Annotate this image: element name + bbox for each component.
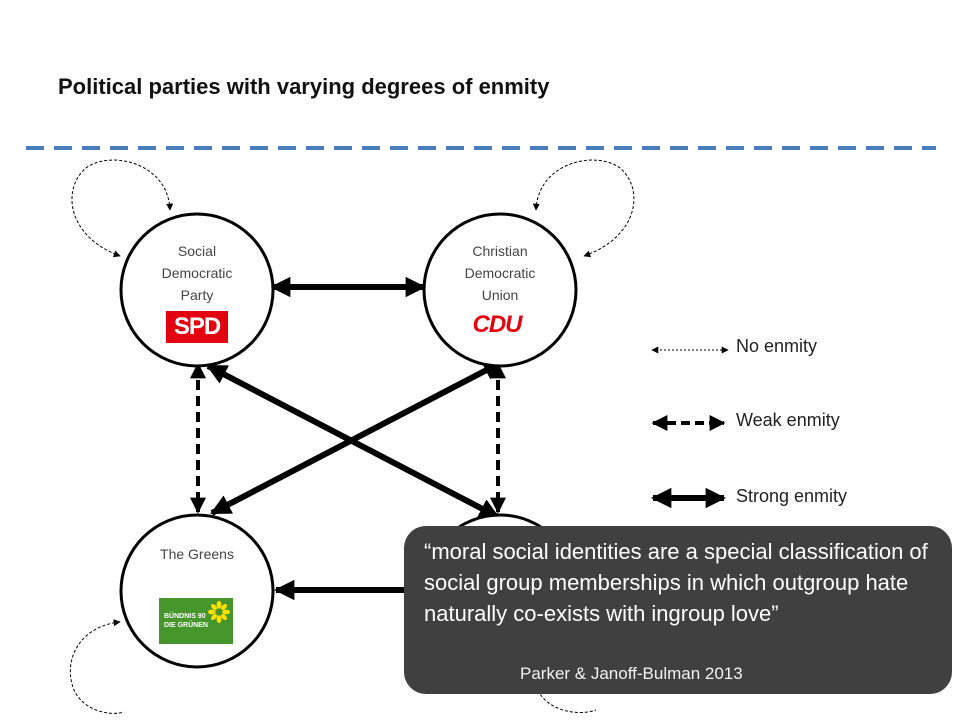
greens-logo: BÜNDNIS 90 DIE GRÜNEN [159,598,233,644]
greens-logo-line: DIE GRÜNEN [164,622,208,629]
node-label-line: Democratic [464,265,536,281]
node-label-line: Democratic [161,265,233,281]
legend-weak-enmity-label: Weak enmity [736,410,840,430]
self-loop-afd [537,689,597,713]
node-label-line: The Greens [160,546,234,562]
legend-no-enmity-label: No enmity [736,336,818,356]
self-loop-spd [71,159,174,258]
node-cdu [422,212,578,368]
legend-strong-enmity-label: Strong enmity [736,486,848,506]
slide-title: Political parties with varying degrees o… [58,74,550,99]
edge-cdu-greens [210,359,504,516]
cdu-logo: CDU [472,311,523,338]
sunflower-icon [208,601,230,623]
node-label-spd: Social Democratic Party [142,240,252,306]
node-label-greens: The Greens [142,543,252,565]
self-loop-greens [69,619,125,714]
spd-logo: SPD [166,311,228,343]
node-label-line: Party [180,287,214,303]
quote-box: “moral social identities are a special c… [404,526,952,694]
quote-text: “moral social identities are a special c… [424,539,928,626]
node-label-line: Christian [472,243,528,259]
node-label-cdu: Christian Democratic Union [445,240,555,306]
node-spd [119,212,275,368]
quote-citation: Parker & Janoff-Bulman 2013 [520,664,743,683]
self-loop-cdu [532,159,635,258]
node-label-line: Union [481,287,519,303]
greens-logo-line: BÜNDNIS 90 [164,613,206,620]
node-label-line: Social [177,243,217,259]
node-greens [119,513,275,669]
